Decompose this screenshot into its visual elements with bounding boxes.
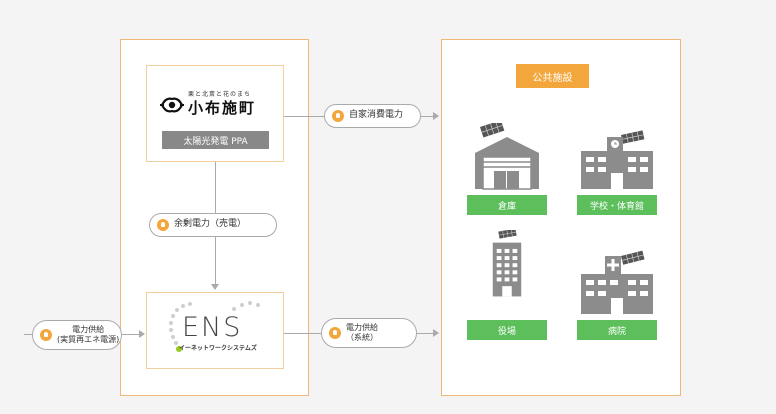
ens-dot-arc-icon (232, 301, 260, 311)
public-facilities-panel (441, 39, 681, 396)
town-name: 小布施町 (188, 99, 257, 117)
public-facilities-header: 公共施設 (516, 64, 589, 88)
office-building-icon (492, 230, 522, 297)
facility-label: 役場 (467, 320, 547, 340)
lightbulb-icon (329, 327, 341, 339)
self-consumption-line-right (421, 116, 433, 117)
ens-logo: ENS イーネットワークシステムズ (166, 300, 266, 360)
town-tagline: 栗と北斎と花のまち (188, 91, 252, 98)
supply-out-pill: 電力供給 （系統） (321, 318, 417, 348)
surplus-line-bottom (215, 237, 216, 285)
ens-subtitle: イーネットワークシステムズ (179, 345, 257, 352)
surplus-line-top (215, 162, 216, 222)
supply-out-arrow (433, 329, 439, 337)
lightbulb-icon (40, 329, 52, 341)
hospital-icon (581, 250, 653, 314)
supply-in-line-left (24, 334, 32, 335)
facility-label: 倉庫 (467, 195, 547, 215)
obuse-town-logo: 栗と北斎と花のまち 小布施町 (160, 89, 268, 121)
town-emblem-icon (160, 97, 184, 113)
supply-out-line-right (417, 333, 433, 334)
supply-in-title: 電力供給 (72, 325, 105, 334)
ens-dot-ring-icon (169, 302, 192, 352)
surplus-arrow (211, 284, 219, 290)
surplus-power-pill: 余剰電力（売電） (149, 213, 277, 237)
supply-out-title: 電力供給 (346, 323, 378, 332)
facility-label: 病院 (577, 320, 657, 340)
warehouse-icon (475, 123, 539, 190)
self-consumption-pill: 自家消費電力 (324, 104, 421, 128)
supply-in-pill: 電力供給 (実質再エネ電源) (32, 320, 122, 350)
school-icon (581, 130, 653, 189)
lightbulb-icon (157, 219, 169, 231)
facility-label: 学校・体育館 (577, 195, 657, 215)
self-consumption-line-left (284, 116, 324, 117)
lightbulb-icon (332, 110, 344, 122)
ens-company-box (146, 292, 284, 369)
supply-in-note: (実質再エネ電源) (57, 335, 120, 344)
supply-out-line-left (284, 333, 321, 334)
self-consumption-arrow (433, 112, 439, 120)
solar-ppa-label: 太陽光発電 PPA (162, 131, 269, 149)
supply-out-note: （系統） (346, 333, 378, 342)
supply-in-line-right (122, 334, 139, 335)
ens-letters: ENS (182, 312, 243, 343)
supply-in-arrow (139, 330, 145, 338)
